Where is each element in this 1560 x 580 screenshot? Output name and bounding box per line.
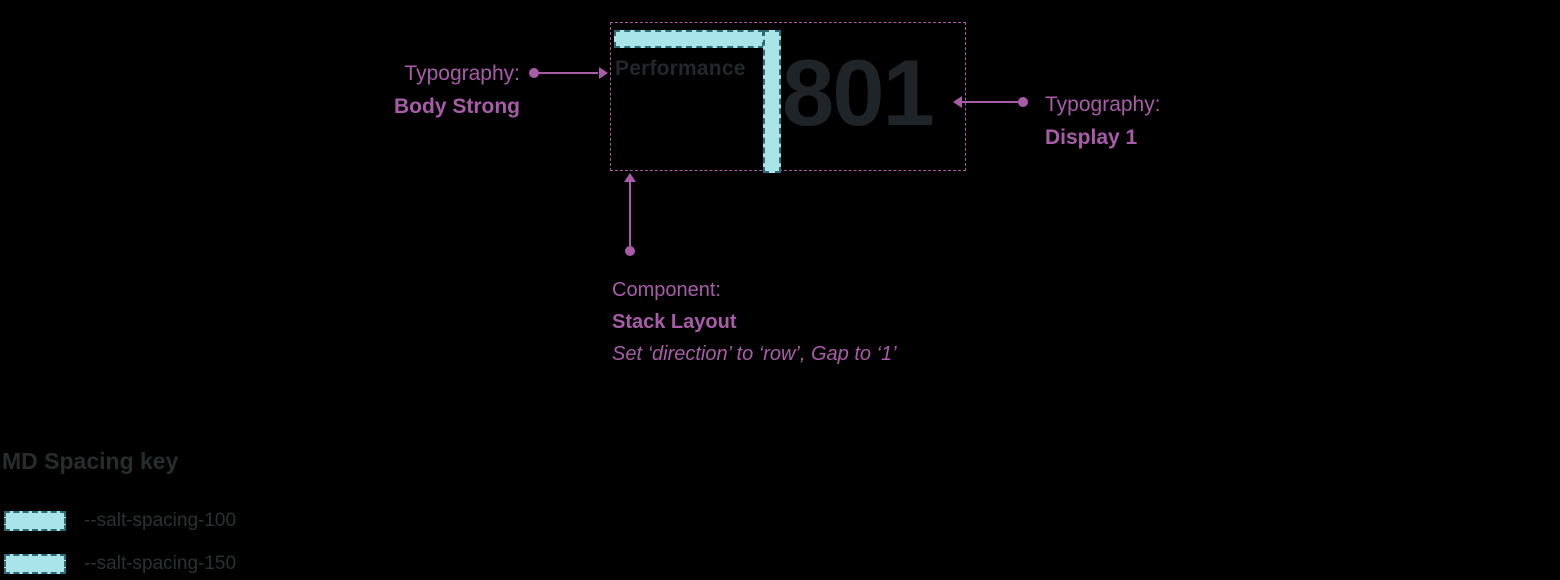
spacing-token-label: --salt-spacing-100 xyxy=(84,510,237,531)
annotation-value: Stack Layout xyxy=(612,311,737,333)
arrowhead-up-icon xyxy=(624,173,636,182)
connector-dot xyxy=(625,246,635,256)
spacing-key-item: --salt-spacing-150 xyxy=(4,553,236,575)
annotation-typography-body-strong: Typography: Body Strong xyxy=(260,57,520,123)
annotation-detail: Set ‘direction’ to ‘row’, Gap to ‘1’ xyxy=(612,343,897,365)
spacing-key-item: --salt-spacing-100 xyxy=(4,510,236,532)
spacing-token-label: --salt-spacing-150 xyxy=(84,553,237,574)
annotation-value: Body Strong xyxy=(394,95,520,118)
spacing-swatch-150 xyxy=(4,554,66,574)
annotation-prefix: Typography: xyxy=(404,62,520,85)
spacing-key-title: MD Spacing key xyxy=(2,448,179,474)
annotation-prefix: Typography: xyxy=(1045,93,1161,116)
connector-dot xyxy=(529,68,539,78)
connector-dot xyxy=(1018,97,1028,107)
annotation-component-stack-layout: Component: Stack Layout Set ‘direction’ … xyxy=(612,274,897,370)
annotation-prefix: Component: xyxy=(612,279,721,301)
metric-value: 801 xyxy=(782,40,935,145)
connector-line xyxy=(961,101,1021,103)
spacing-indicator-horizontal xyxy=(614,30,764,48)
spacing-indicator-vertical xyxy=(763,30,781,173)
arrowhead-left-icon xyxy=(953,96,962,108)
annotation-value: Display 1 xyxy=(1045,126,1138,149)
annotation-typography-display-1: Typography: Display 1 xyxy=(1045,88,1161,154)
connector-line xyxy=(536,72,598,74)
connector-line xyxy=(629,181,631,249)
arrowhead-right-icon xyxy=(599,67,608,79)
spacing-swatch-100 xyxy=(4,511,66,531)
metric-title: Performance xyxy=(615,57,746,80)
component-boundary-outline xyxy=(610,22,966,171)
